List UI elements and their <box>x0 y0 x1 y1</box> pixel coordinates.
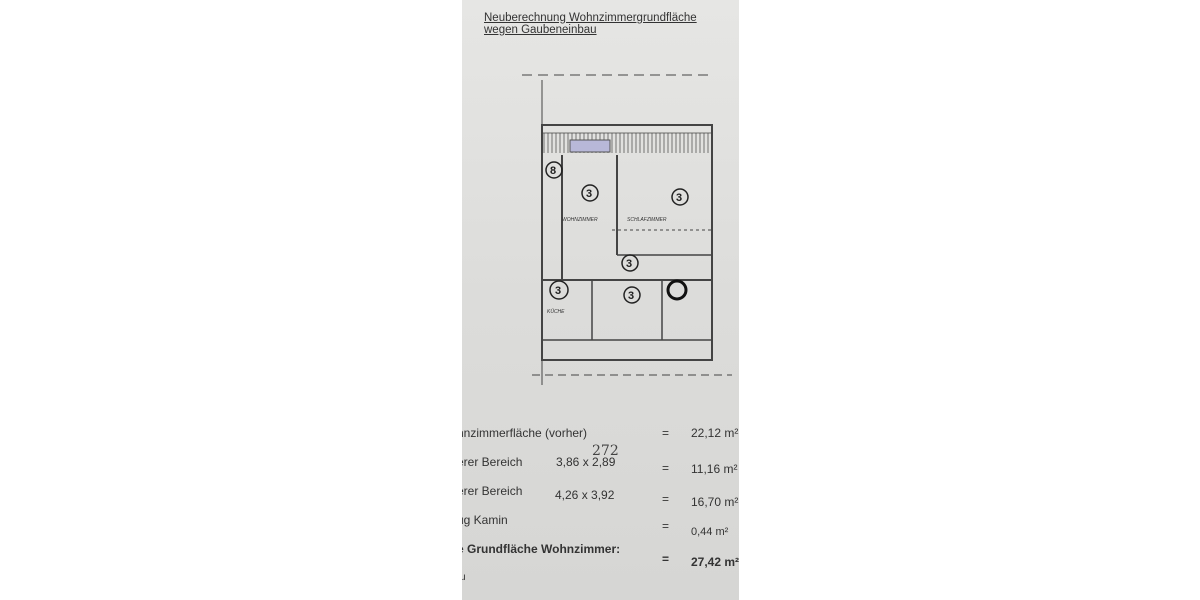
row-bereich-1: erer Bereich 3,86 x 2,89 = 11,16 m² <box>462 455 737 476</box>
row-bereich-2: erer Bereich 4,26 x 3,92 = 16,70 m² <box>462 484 738 509</box>
room-number-kueche: 3 <box>549 280 569 300</box>
room-number-8: 8 <box>545 161 563 179</box>
row-grundflaeche-total: e Grundfläche Wohnzimmer: = 27,42 m² <box>462 542 739 569</box>
handwritten-note: 272 <box>592 443 619 459</box>
room-number-wohnzimmer: 3 <box>581 184 599 202</box>
row-value: 27,42 m² <box>691 555 739 569</box>
row-wohnzimmerflaeche-vorher: hnzimmerfläche (vorher) = 22,12 m² <box>462 426 738 440</box>
row-dims: 3,86 x 2,89 <box>556 455 616 469</box>
row-kamin: ug Kamin = 0,44 m² <box>462 513 728 538</box>
svg-text:3: 3 <box>628 290 634 302</box>
row-label: erer Bereich <box>462 484 523 498</box>
svg-text:3: 3 <box>676 192 682 204</box>
svg-text:8: 8 <box>550 165 556 177</box>
label-schlafzimmer: SCHLAFZIMMER <box>627 217 667 223</box>
title-line-2: wegen Gaubeneinbau <box>484 24 597 36</box>
svg-text:3: 3 <box>555 285 561 297</box>
row-value: 11,16 m² <box>691 462 738 476</box>
svg-text:3: 3 <box>626 258 632 270</box>
row-dims: 4,26 x 3,92 <box>555 488 615 502</box>
row-equals: = <box>662 492 670 506</box>
room-number-bad: 3 <box>623 286 641 304</box>
row-value: 0,44 m² <box>691 526 729 538</box>
document-photo: Neuberechnung Wohnzimmergrundfläche wege… <box>462 0 739 600</box>
row-label: ug Kamin <box>462 513 508 527</box>
room-number-schlafzimmer: 3 <box>671 188 689 206</box>
label-kueche: KÜCHE <box>547 308 565 315</box>
row-equals: = <box>662 426 670 440</box>
floor-plan: 8 3 3 3 3 3 WOHNZIMMER SCHLAFZIMMER KÜCH… <box>522 74 732 385</box>
row-label: hnzimmerfläche (vorher) <box>462 426 588 440</box>
label-wohnzimmer: WOHNZIMMER <box>562 217 598 223</box>
row-equals: = <box>662 461 670 475</box>
room-number-flur: 3 <box>621 254 639 272</box>
row-equals: = <box>662 519 670 533</box>
row-value: 16,70 m² <box>691 495 739 509</box>
row-label: e Grundfläche Wohnzimmer: <box>462 542 621 556</box>
row-equals: = <box>662 552 670 566</box>
document-title: Neuberechnung Wohnzimmergrundfläche wege… <box>484 12 697 36</box>
footer-fragment: u <box>462 572 466 583</box>
row-value: 22,12 m² <box>691 426 739 440</box>
title-line-1: Neuberechnung Wohnzimmergrundfläche <box>484 12 697 24</box>
svg-text:3: 3 <box>586 188 592 200</box>
row-label: erer Bereich <box>462 455 523 469</box>
